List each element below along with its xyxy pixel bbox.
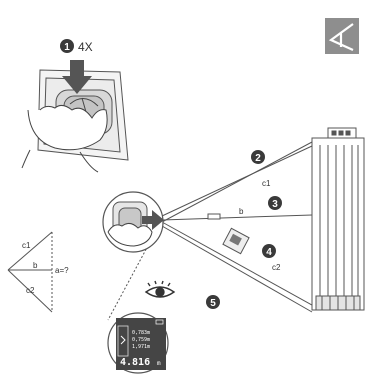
display-row-3: 1,971m	[132, 344, 150, 350]
svg-text:4: 4	[266, 247, 272, 258]
svg-text:2: 2	[255, 153, 261, 164]
step-3-badge: 3	[268, 196, 282, 210]
eye-icon	[144, 280, 176, 298]
display-result: 4.816	[120, 357, 150, 368]
press-arrow-icon	[62, 60, 92, 94]
device-zoom-circle	[102, 191, 164, 253]
battery-icon	[155, 319, 164, 325]
device-marker	[207, 213, 221, 220]
display-zoom-circle	[107, 312, 169, 374]
triangle-label-c1: c1	[22, 241, 31, 250]
svg-text:1: 1	[64, 42, 70, 53]
line-label-c2: c2	[272, 263, 281, 272]
step-5-badge: 5	[206, 295, 220, 309]
line-label-c1: c1	[262, 179, 271, 188]
triangle-label-c2: c2	[26, 286, 35, 295]
triangle-label-b: b	[33, 261, 38, 270]
triangle-diagram	[7, 231, 53, 313]
device-tilted-illustration	[222, 227, 250, 255]
svg-text:5: 5	[210, 298, 216, 309]
step-2-badge: 2	[251, 150, 265, 164]
svg-text:3: 3	[272, 199, 278, 210]
line-label-b: b	[239, 207, 244, 216]
repeat-count: 4X	[78, 40, 93, 54]
measurement-lines	[107, 141, 313, 321]
display-row-2: 0,759m	[132, 337, 150, 343]
measure-mode-icon	[325, 18, 359, 54]
triangle-label-a: a=?	[55, 266, 69, 275]
step-1-badge: 1	[60, 39, 74, 53]
display-row-1: 0,783m	[132, 330, 150, 336]
device-hand-illustration	[21, 69, 129, 173]
building-illustration	[311, 127, 365, 311]
display-unit: m	[157, 360, 161, 367]
step-4-badge: 4	[262, 244, 276, 258]
